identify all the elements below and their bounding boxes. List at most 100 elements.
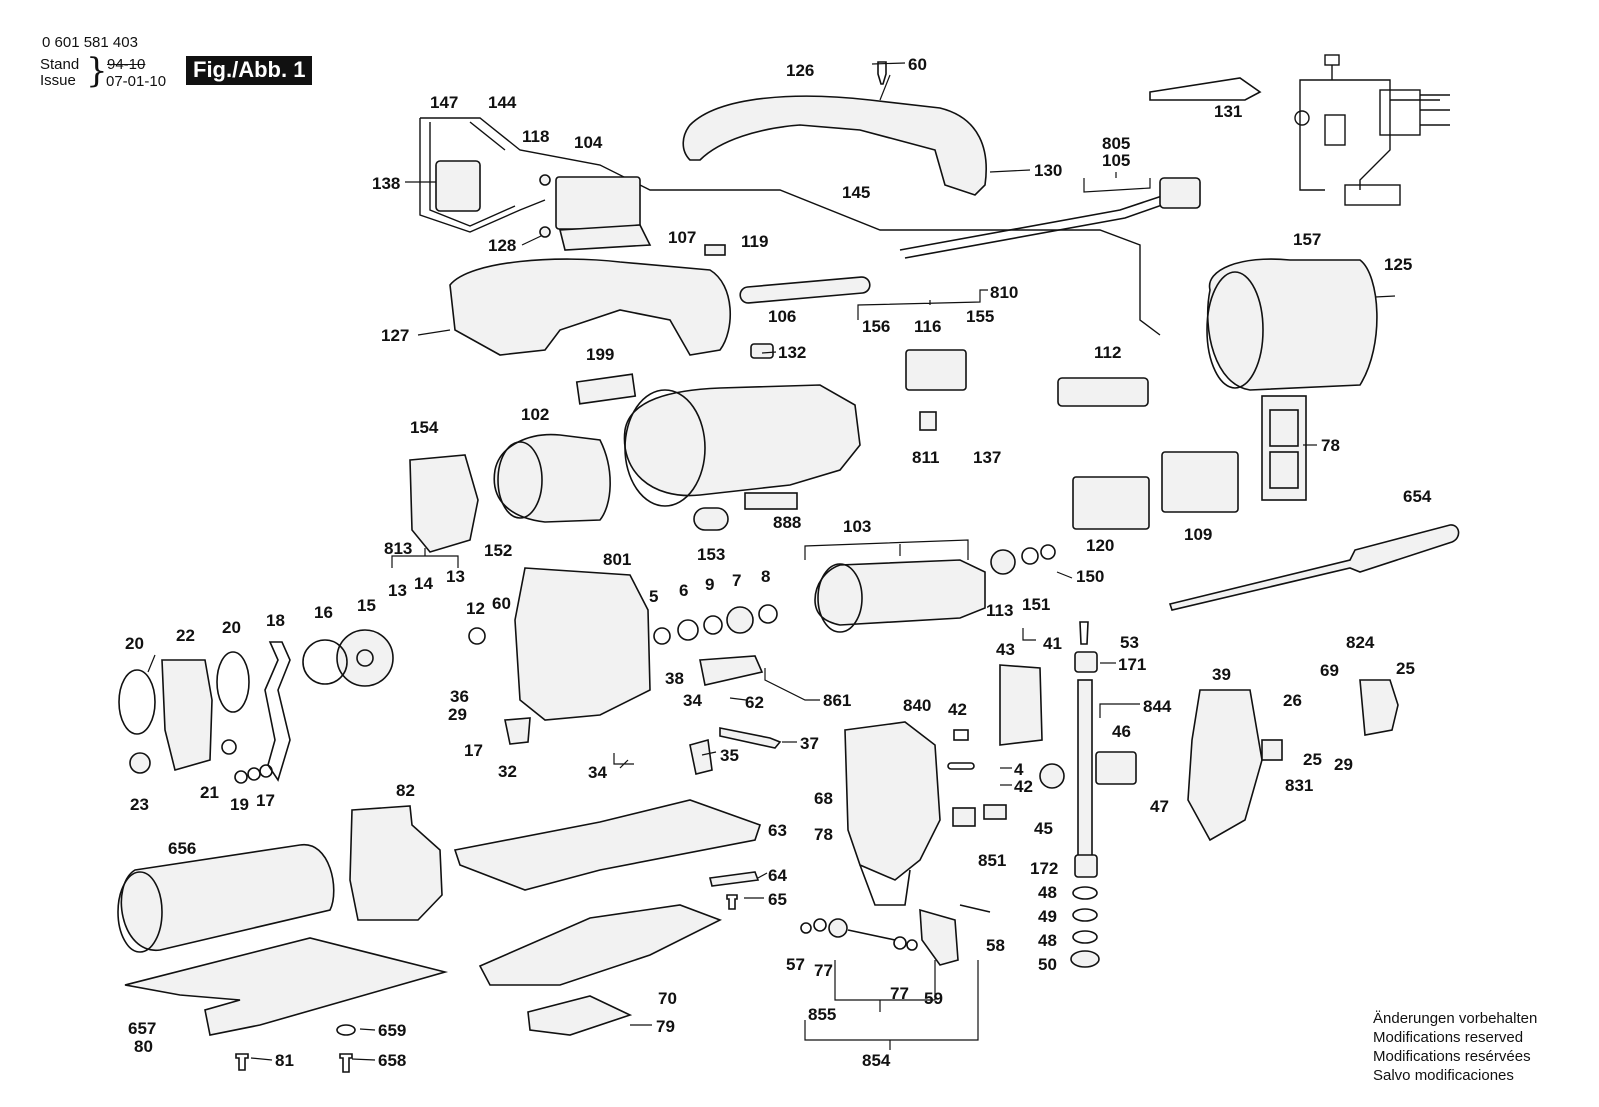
label-855: 855	[808, 1005, 836, 1024]
label-5: 5	[649, 587, 658, 606]
label-65: 65	[768, 890, 787, 909]
label-119: 119	[741, 232, 768, 251]
label-48a: 48	[1038, 883, 1057, 902]
label-34b: 34	[588, 763, 607, 782]
armature-103	[814, 559, 986, 626]
label-78-sheet	[1261, 395, 1307, 501]
label-70: 70	[658, 989, 677, 1008]
washer-12	[468, 627, 486, 645]
label-854: 854	[862, 1051, 891, 1070]
stand-value-text: 94-10	[107, 56, 146, 73]
plunger-rod	[1077, 679, 1093, 861]
ring-9	[703, 615, 723, 635]
bushing-23	[129, 752, 151, 774]
label-38: 38	[665, 669, 684, 688]
label-831: 831	[1285, 776, 1313, 795]
label-80: 80	[134, 1037, 153, 1056]
pin-37	[719, 727, 782, 749]
ring-5	[653, 627, 671, 645]
washer-150	[1040, 544, 1056, 560]
label-157: 157	[1293, 230, 1321, 249]
label-25a: 25	[1396, 659, 1415, 678]
label-844: 844	[1143, 697, 1172, 716]
washer-77a	[813, 918, 827, 932]
guide-851b	[983, 804, 1007, 820]
brush-811	[919, 411, 937, 431]
label-29b: 29	[1334, 755, 1353, 774]
label-126: 126	[786, 61, 814, 80]
label-37: 37	[800, 734, 819, 753]
label-15: 15	[357, 596, 376, 615]
label-69: 69	[1320, 661, 1339, 680]
foot-plate-63	[453, 799, 762, 891]
label-35: 35	[720, 746, 739, 765]
label-811: 811	[912, 448, 939, 467]
label-81: 81	[275, 1051, 294, 1070]
modifications-note: Änderungen vorbehalten Modifications res…	[1373, 1009, 1537, 1085]
nut-57	[800, 922, 812, 934]
label-120: 120	[1086, 536, 1114, 555]
label-78b: 78	[814, 825, 833, 844]
label-8: 8	[761, 567, 770, 586]
label-78a: 78	[1321, 436, 1340, 455]
label-42a: 42	[948, 700, 967, 719]
label-106: 106	[768, 307, 796, 326]
label-20b: 20	[222, 618, 241, 637]
label-79: 79	[656, 1017, 675, 1036]
label-17a: 17	[464, 741, 483, 760]
fan-154	[409, 454, 479, 553]
label-68: 68	[814, 789, 833, 808]
label-13a: 13	[388, 581, 407, 600]
label-137: 137	[973, 448, 1001, 467]
label-656: 656	[168, 839, 196, 858]
pin-4	[947, 762, 975, 770]
issue-value-text: 07-01-10	[106, 73, 167, 90]
label-810: 810	[990, 283, 1018, 302]
pin-58	[959, 904, 991, 913]
plunger-support	[859, 864, 911, 906]
label-171: 171	[1118, 655, 1146, 674]
ring-8	[758, 604, 778, 624]
washer-50	[1070, 950, 1100, 968]
washer-77b	[893, 936, 907, 950]
bushing-172	[1074, 854, 1098, 878]
label-112: 112	[1094, 343, 1121, 362]
label-60b: 60	[492, 594, 511, 613]
label-127: 127	[381, 326, 409, 345]
capacitor-112	[1057, 377, 1149, 407]
label-50: 50	[1038, 955, 1057, 974]
cover-22	[161, 659, 213, 771]
label-144: 144	[488, 93, 517, 112]
bushing-831	[1261, 739, 1283, 761]
screw-65	[726, 894, 738, 910]
switch-138	[435, 160, 481, 212]
label-659: 659	[378, 1021, 406, 1040]
label-151: 151	[1022, 595, 1050, 614]
label-19: 19	[230, 795, 249, 814]
label-104: 104	[574, 133, 603, 152]
label-154: 154	[410, 418, 439, 437]
field-102	[493, 433, 611, 523]
label-14: 14	[414, 574, 433, 593]
label-7: 7	[732, 571, 741, 590]
screw-128	[539, 226, 551, 238]
roller-bracket-82	[349, 805, 443, 921]
part-132	[750, 343, 774, 359]
label-103: 103	[843, 517, 871, 536]
spring-42	[953, 729, 969, 741]
label-654: 654	[1403, 487, 1432, 506]
wiring-frame	[419, 117, 1161, 336]
label-657: 657	[128, 1019, 156, 1038]
label-17b: 17	[256, 791, 275, 810]
label-130: 130	[1034, 161, 1062, 180]
note-es: Salvo modificaciones	[1373, 1067, 1514, 1084]
part-35	[689, 738, 713, 775]
label-34a: 34	[683, 691, 702, 710]
cable-106	[739, 276, 871, 304]
screw-81	[235, 1053, 249, 1071]
label-9: 9	[705, 575, 714, 594]
label-43: 43	[996, 640, 1015, 659]
part-32	[504, 717, 531, 745]
label-18: 18	[266, 611, 285, 630]
label-105: 105	[1102, 151, 1130, 170]
